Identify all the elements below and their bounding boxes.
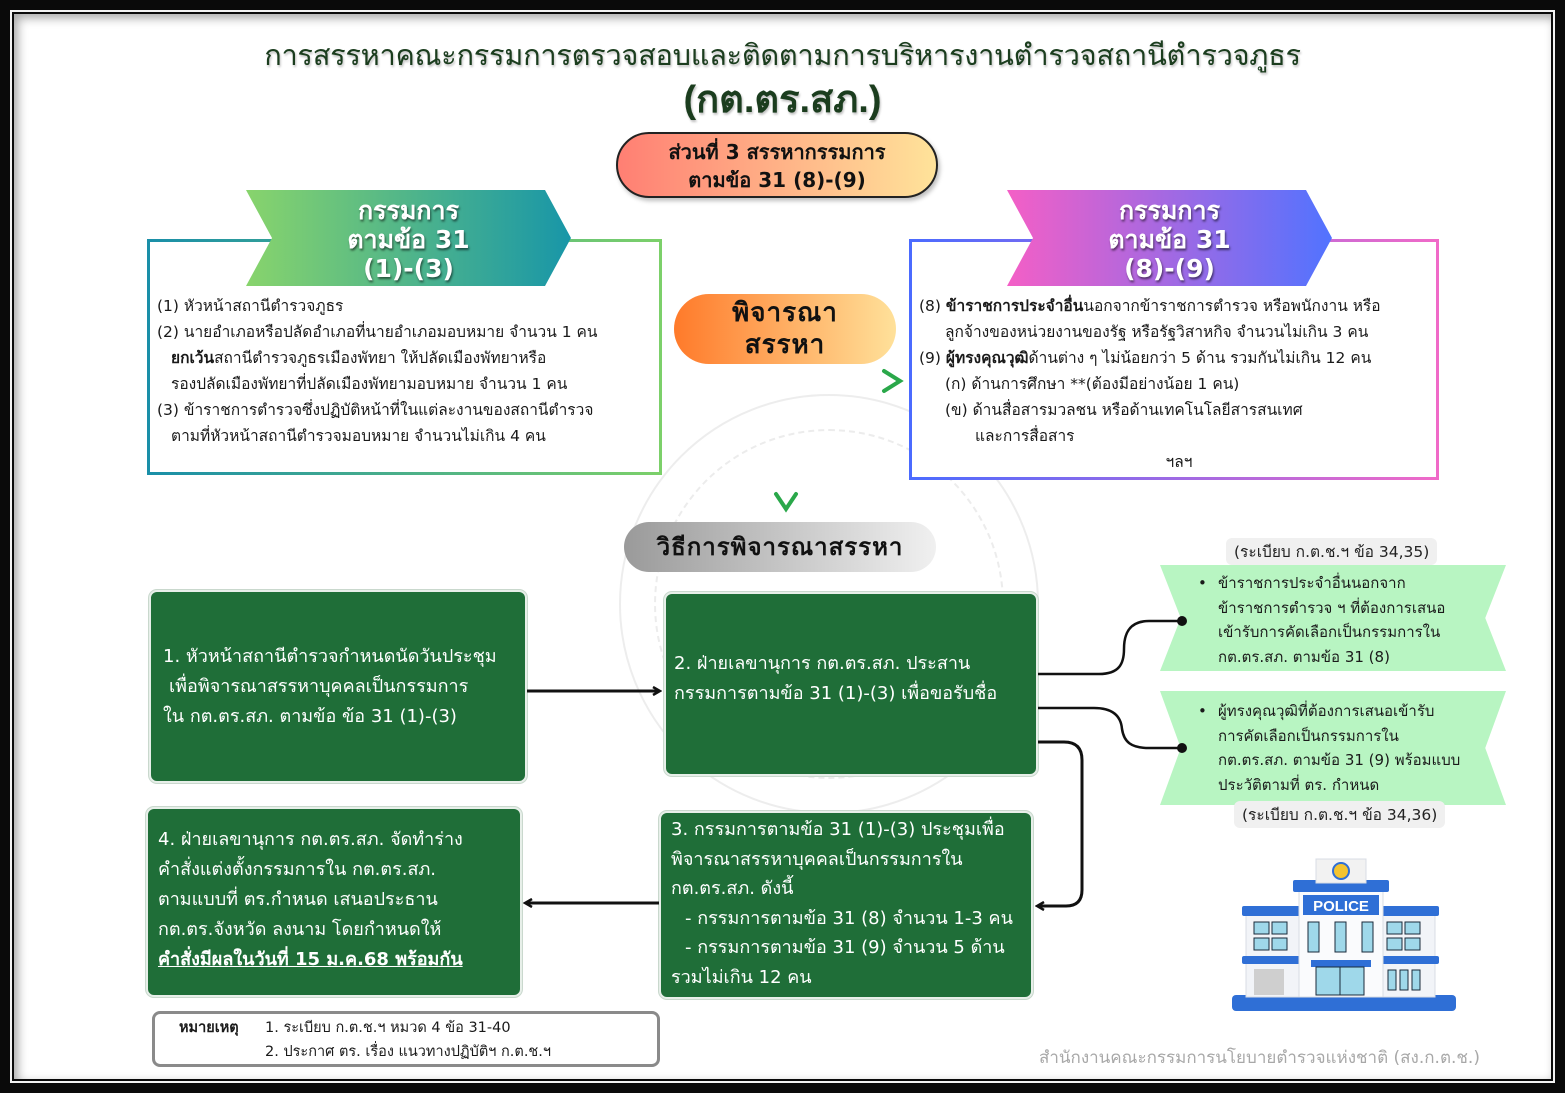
step-4-box: 4. ฝ่ายเลขานุการ กต.ตร.สภ. จัดทำร่าง คำส… [146, 807, 522, 997]
banner-line: กรรมการ [1118, 196, 1221, 225]
step-line: - กรรมการตามข้อ 31 (9) จำนวน 5 ด้าน [685, 937, 1005, 958]
arrow-to-right-group [666, 369, 904, 393]
banner-line: ตามข้อ 31 [347, 225, 470, 254]
list-item-bold: ยกเว้น [171, 349, 215, 367]
list-item-text: สถานีตำรวจภูธรเมืองพัทยา ให้ปลัดเมืองพัท… [214, 349, 547, 367]
ribbon-line: กต.ตร.สภ. ตามข้อ 31 (9) พร้อมแบบ [1218, 751, 1461, 769]
list-item: (3) ข้าราชการตำรวจซึ่งปฏิบัติหน้าที่ในแต… [157, 401, 594, 419]
frame-border [10, 10, 1555, 1083]
page-subtitle: (กต.ตร.สภ.) [683, 79, 882, 121]
left-group-banner: กรรมการ ตามข้อ 31 (1)-(3) [246, 190, 571, 286]
consider-pill-line2: สรรหา [744, 330, 826, 360]
page-title: การสรรหาคณะกรรมการตรวจสอบและติดตามการบริ… [264, 40, 1301, 72]
step-line: 1. หัวหน้าสถานีตำรวจกำหนดนัดวันประชุม [163, 646, 497, 667]
ribbon-criteria-9: • ผู้ทรงคุณวุฒิที่ต้องการเสนอเข้ารับ การ… [1160, 691, 1506, 805]
right-group-list: (8) ข้าราชการประจำอื่นนอกจากข้าราชการตำร… [919, 293, 1439, 475]
infographic-canvas: การสรรหาคณะกรรมการตรวจสอบและติดตามการบริ… [14, 14, 1551, 1079]
ribbon-line: ผู้ทรงคุณวุฒิที่ต้องการเสนอเข้ารับ [1218, 702, 1435, 720]
step-2-box: 2. ฝ่ายเลขานุการ กต.ตร.สภ. ประสาน กรรมกา… [664, 592, 1038, 776]
step-line: กต.ตร.จังหวัด ลงนาม โดยกำหนดให้ [158, 919, 442, 940]
regulation-ref-2: (ระเบียบ ก.ต.ช.ฯ ข้อ 34,36) [1234, 801, 1446, 828]
step-line: กต.ตร.สภ. ดังนี้ [671, 878, 794, 899]
list-item-bold: ผู้ทรงคุณวุฒิ [945, 349, 1029, 367]
banner-line: (1)-(3) [363, 254, 454, 283]
ribbon-criteria-8: • ข้าราชการประจำอื่นนอกจาก ข้าราชการตำรว… [1160, 565, 1506, 671]
left-group-list: (1) หัวหน้าสถานีตำรวจภูธร (2) นายอำเภอหร… [157, 293, 657, 449]
step-line: พิจารณาสรรหาบุคคลเป็นกรรมการใน [671, 848, 963, 870]
step-line: 2. ฝ่ายเลขานุการ กต.ตร.สภ. ประสาน [674, 653, 971, 674]
list-item-text: นอกจากข้าราชการตำรวจ หรือพนักงาน หรือ [1083, 297, 1381, 315]
arrow-step2-to-step3 [1038, 740, 1084, 906]
step-line: เพื่อพิจารณาสรรหาบุคคลเป็นกรรมการ [169, 676, 469, 697]
connector-step2-to-ribbon2 [1038, 706, 1187, 753]
part-pill: ส่วนที่ 3 สรรหากรรมการ ตามข้อ 31 (8)-(9) [616, 132, 938, 198]
list-item: รองปลัดเมืองพัทยาที่ปลัดเมืองพัทยามอบหมา… [171, 375, 568, 393]
list-item-prefix: (8) [919, 297, 946, 315]
consider-pill: พิจารณา สรรหา [674, 294, 896, 364]
part-pill-line2: ตามข้อ 31 (8)-(9) [688, 168, 866, 192]
step-line: กรรมการตามข้อ 31 (1)-(3) เพื่อขอรับชื่อ [674, 683, 998, 704]
police-sign: POLICE [1313, 898, 1369, 915]
step-line: 3. กรรมการตามข้อ 31 (1)-(3) ประชุมเพื่อ [671, 819, 1005, 840]
bullet-icon: • [1198, 574, 1207, 592]
list-item-bold: ข้าราชการประจำอื่น [945, 297, 1084, 315]
ribbon-line: ข้าราชการประจำอื่นนอกจาก [1218, 574, 1406, 592]
ribbon-line: กต.ตร.สภ. ตามข้อ 31 (8) [1218, 647, 1390, 666]
list-item-prefix: (9) [919, 349, 946, 367]
list-item: ฯลฯ [1165, 453, 1193, 471]
footer-organization: สำนักงานคณะกรรมการนโยบายตำรวจแห่งชาติ (ส… [1039, 1048, 1480, 1068]
step-1-box: 1. หัวหน้าสถานีตำรวจกำหนดนัดวันประชุม เพ… [149, 590, 527, 783]
step-line: ตามแบบที่ ตร.กำหนด เสนอประธาน [158, 889, 438, 910]
step-line: - กรรมการตามข้อ 31 (8) จำนวน 1-3 คน [685, 907, 1013, 929]
banner-line: (8)-(9) [1124, 254, 1215, 283]
regulation-ref-1: (ระเบียบ ก.ต.ช.ฯ ข้อ 34,35) [1226, 538, 1438, 565]
banner-line: ตามข้อ 31 [1108, 225, 1231, 254]
list-item: ยกเว้นสถานีตำรวจภูธรเมืองพัทยา ให้ปลัดเม… [157, 345, 657, 371]
right-group-banner: กรรมการ ตามข้อ 31 (8)-(9) [1007, 190, 1332, 286]
banner-line: กรรมการ [357, 196, 460, 225]
step-line: ใน กต.ตร.สภ. ตามข้อ ข้อ 31 (1)-(3) [163, 706, 457, 727]
list-item: (ข) ด้านสื่อสารมวลชน หรือด้านเทคโนโลยีสา… [945, 401, 1303, 419]
step-line: 4. ฝ่ายเลขานุการ กต.ตร.สภ. จัดทำร่าง [158, 829, 463, 850]
list-item: (ก) ด้านการศึกษา **(ต้องมีอย่างน้อย 1 คน… [945, 375, 1240, 393]
part-pill-line1: ส่วนที่ 3 สรรหากรรมการ [668, 140, 886, 164]
list-item: ลูกจ้างของหน่วยงานของรัฐ หรือรัฐวิสาหกิจ… [945, 323, 1369, 341]
ribbon-line: ประวัติตามที่ ตร. กำหนด [1218, 775, 1380, 794]
list-item: (8) ข้าราชการประจำอื่นนอกจากข้าราชการตำร… [919, 293, 1439, 319]
list-item: (9) ผู้ทรงคุณวุฒิด้านต่าง ๆ ไม่น้อยกว่า … [919, 345, 1439, 371]
step-3-box: 3. กรรมการตามข้อ 31 (1)-(3) ประชุมเพื่อ … [659, 811, 1033, 999]
list-item: (2) นายอำเภอหรือปลัดอำเภอที่นายอำเภอมอบห… [157, 323, 598, 341]
ribbon-line: ข้าราชการตำรวจ ฯ ที่ต้องการเสนอ [1218, 598, 1446, 617]
police-station-illustration: POLICE [1232, 858, 1456, 1011]
list-item: ตามที่หัวหน้าสถานีตำรวจมอบหมาย จำนวนไม่เ… [171, 427, 546, 445]
list-item: และการสื่อสาร [975, 427, 1075, 445]
ribbon-line: เข้ารับการคัดเลือกเป็นกรรมการใน [1218, 623, 1441, 641]
note-item: 1. ระเบียบ ก.ต.ช.ฯ หมวด 4 ข้อ 31-40 [265, 1020, 511, 1036]
list-item-text: ด้านต่าง ๆ ไม่น้อยกว่า 5 ด้าน รวมกันไม่เ… [1028, 349, 1372, 367]
note-box: หมายเหตุ 1. ระเบียบ ก.ต.ช.ฯ หมวด 4 ข้อ 3… [152, 1011, 660, 1067]
note-item: 2. ประกาศ ตร. เรื่อง แนวทางปฏิบัติฯ ก.ต.… [265, 1044, 552, 1060]
step-line: รวมไม่เกิน 12 คน [671, 966, 812, 988]
method-pill: วิธีการพิจารณาสรรหา [624, 522, 936, 572]
ribbon-line: การคัดเลือกเป็นกรรมการใน [1218, 726, 1399, 745]
list-item: (1) หัวหน้าสถานีตำรวจภูธร [157, 297, 344, 315]
step-emphasis: คำสั่งมีผลในวันที่ 15 ม.ค.68 พร้อมกัน [158, 949, 463, 970]
step-line: คำสั่งแต่งตั้งกรรมการใน กต.ตร.สภ. [158, 859, 437, 880]
bullet-icon: • [1198, 702, 1207, 720]
note-items: 1. ระเบียบ ก.ต.ช.ฯ หมวด 4 ข้อ 31-40 2. ป… [265, 1016, 551, 1064]
consider-pill-line1: พิจารณา [732, 298, 838, 328]
note-label: หมายเหตุ [179, 1020, 239, 1036]
